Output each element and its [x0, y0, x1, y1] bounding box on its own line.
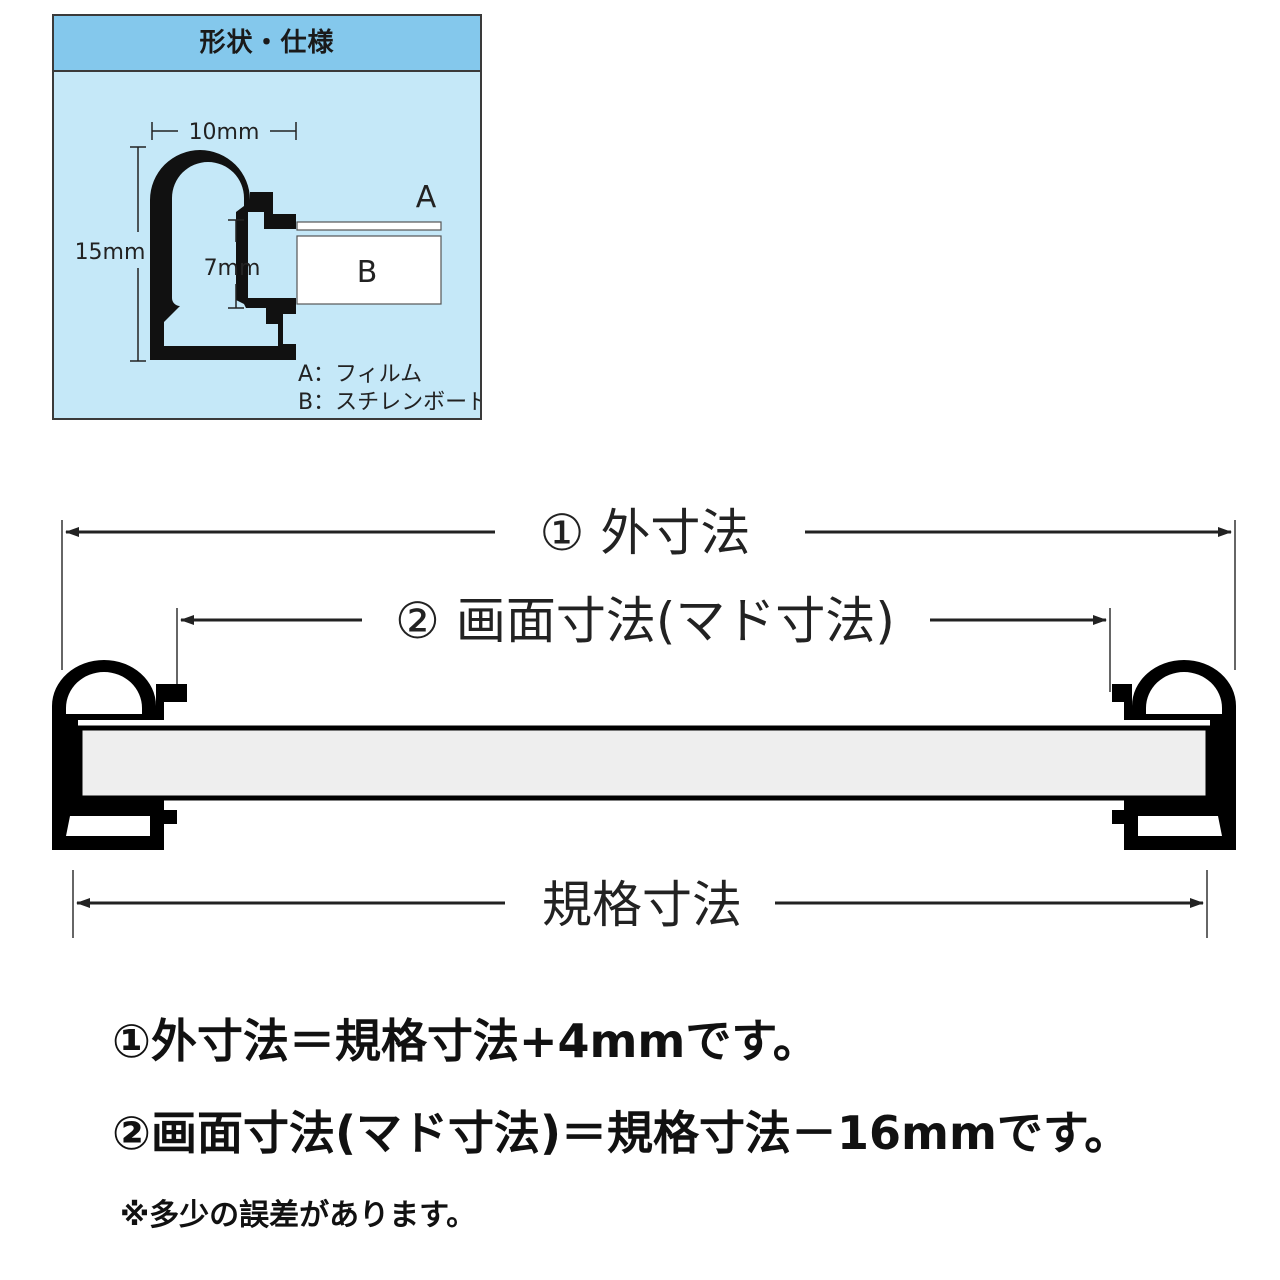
legend-film: A：フィルム [298, 362, 422, 387]
board-panel [77, 725, 1211, 801]
standard-dim-label: 規格寸法 [542, 876, 742, 934]
frame-profile-right [1112, 660, 1236, 850]
frame-dimension-diagram: ① 外寸法 ② 画面寸法(マド寸法) 規格寸法 [52, 504, 1236, 938]
note-screen: ②画面寸法(マド寸法)＝規格寸法－16mmです。 [112, 1106, 1131, 1160]
board-label-b: B [357, 255, 378, 290]
note-tolerance: ※多少の誤差があります。 [120, 1198, 477, 1233]
spec-title: 形状・仕様 [54, 16, 480, 72]
legend-board: B：スチレンボード [298, 390, 482, 415]
note-outer: ①外寸法＝規格寸法+4mmです。 [112, 1014, 819, 1068]
screen-dim-label: ② 画面寸法(マド寸法) [395, 592, 895, 650]
spec-panel: 形状・仕様 10mm 15mm 7mm A B A：フィルム B：スチレンボ [52, 14, 482, 420]
inner-dim-label: 7mm [204, 256, 261, 281]
width-dim-label: 10mm [189, 120, 260, 145]
outer-dim-label: ① 外寸法 [540, 504, 751, 562]
height-dim-label: 15mm [75, 240, 146, 265]
board-layer [296, 235, 442, 305]
film-label-a: A [416, 180, 437, 215]
frame-profile-shape [150, 150, 296, 360]
profile-cross-section-diagram: 10mm 15mm 7mm A B A：フィルム B：スチレンボード [75, 120, 482, 415]
frame-profile-left [52, 660, 187, 850]
film-layer [296, 221, 442, 231]
